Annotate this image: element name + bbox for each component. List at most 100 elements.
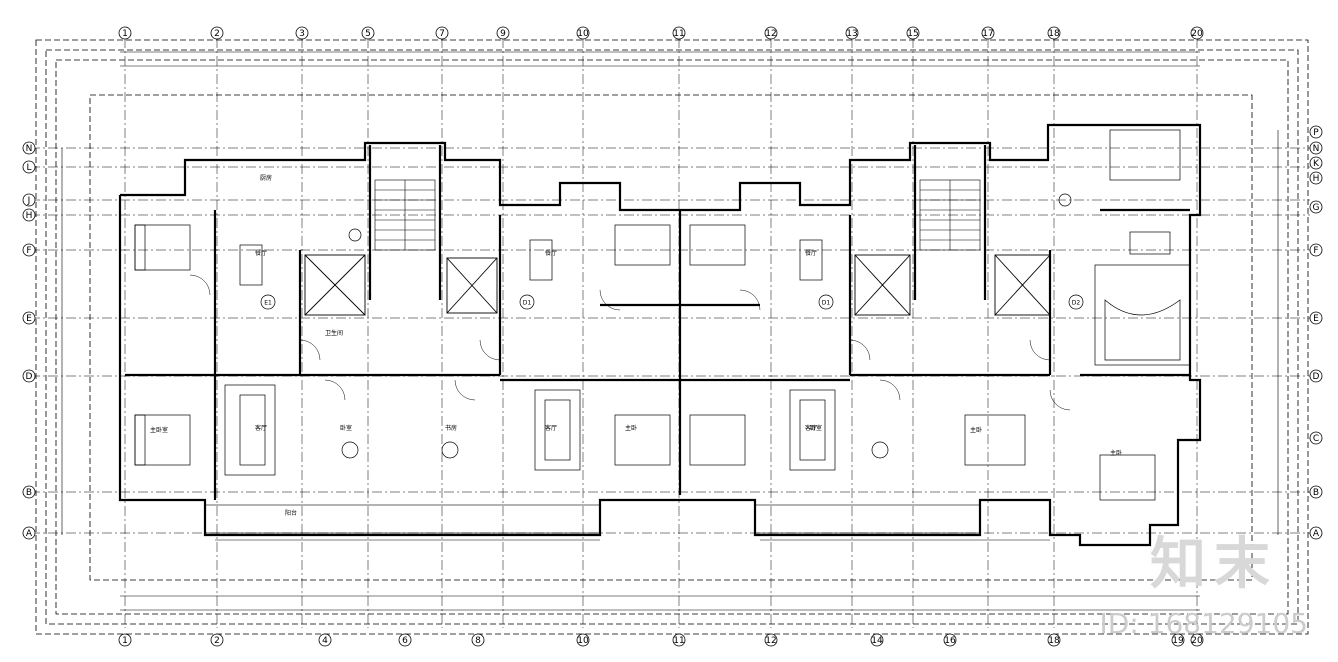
svg-text:E: E — [26, 314, 32, 324]
svg-text:11: 11 — [673, 29, 684, 39]
svg-text:K: K — [1313, 159, 1320, 169]
svg-text:9: 9 — [500, 29, 506, 39]
svg-text:17: 17 — [982, 29, 993, 39]
svg-text:E: E — [1313, 314, 1319, 324]
room-label: 主卧室 — [150, 426, 168, 434]
right-axis-D: D — [1309, 369, 1323, 383]
right-axis-G: G — [1309, 200, 1323, 214]
svg-text:14: 14 — [871, 636, 883, 646]
svg-text:J: J — [27, 196, 31, 206]
right-axis-K: K — [1309, 156, 1323, 170]
top-axis-18: 18 — [1047, 26, 1061, 40]
right-axis-E: E — [1309, 311, 1323, 325]
row-axis-D: D — [22, 369, 36, 383]
building-walls — [118, 123, 1202, 547]
top-axis-3: 3 — [295, 26, 309, 40]
svg-text:12: 12 — [765, 636, 776, 646]
svg-text:P: P — [1313, 128, 1319, 138]
svg-text:19: 19 — [1172, 636, 1184, 646]
room-label: 餐厅 — [805, 249, 817, 257]
svg-text:20: 20 — [1191, 29, 1203, 39]
bottom-axis-14: 14 — [870, 633, 884, 647]
room-label: 厨房 — [260, 174, 272, 182]
unit-tag: D1 — [818, 294, 834, 310]
svg-text:1: 1 — [122, 29, 128, 39]
stair-cores — [374, 179, 981, 251]
svg-text:20: 20 — [1191, 636, 1203, 646]
bottom-axis-8: 8 — [471, 633, 485, 647]
svg-text:D2: D2 — [1072, 300, 1081, 307]
svg-text:15: 15 — [907, 29, 918, 39]
svg-text:7: 7 — [439, 29, 445, 39]
row-axis-A: A — [22, 526, 36, 540]
svg-text:5: 5 — [365, 29, 371, 39]
top-axis-11: 11 — [672, 26, 686, 40]
balconies — [204, 504, 1050, 541]
row-axis-J: J — [22, 193, 36, 207]
svg-text:10: 10 — [577, 636, 589, 646]
svg-text:A: A — [26, 529, 33, 539]
row-axis-B: B — [22, 485, 36, 499]
top-axis-10: 10 — [576, 26, 590, 40]
svg-text:G: G — [1313, 203, 1320, 213]
right-axis-H: H — [1309, 171, 1323, 185]
top-axis-9: 9 — [496, 26, 510, 40]
watermark-id: ID: 168129105 — [1099, 607, 1308, 640]
svg-text:E1: E1 — [264, 300, 272, 307]
top-axis-5: 5 — [361, 26, 375, 40]
room-label: 餐厅 — [255, 249, 267, 257]
room-label: 主卧 — [625, 424, 637, 432]
bottom-axis-11: 11 — [672, 633, 686, 647]
right-axis-B: B — [1309, 485, 1323, 499]
elevator-shafts — [304, 254, 1051, 316]
svg-text:10: 10 — [577, 29, 589, 39]
svg-text:3: 3 — [299, 29, 305, 39]
top-axis-2: 2 — [210, 26, 224, 40]
svg-text:4: 4 — [322, 636, 328, 646]
room-label: 主卧 — [970, 426, 982, 434]
unit-tag: D2 — [1068, 294, 1084, 310]
right-axis-C: C — [1309, 431, 1323, 445]
svg-text:N: N — [26, 144, 33, 154]
svg-text:F: F — [1313, 246, 1318, 256]
svg-text:11: 11 — [673, 636, 684, 646]
right-axis-A: A — [1309, 526, 1323, 540]
room-label: 阳台 — [285, 509, 297, 517]
watermark-brand: 知末 — [1150, 532, 1278, 597]
svg-text:B: B — [26, 488, 32, 498]
outer-frames — [35, 39, 1309, 635]
dimension-lines — [61, 51, 1279, 611]
svg-text:D1: D1 — [822, 300, 831, 307]
bottom-axis-6: 6 — [398, 633, 412, 647]
svg-text:6: 6 — [402, 636, 408, 646]
top-axis-7: 7 — [435, 26, 449, 40]
bottom-axis-19: 19 — [1171, 633, 1185, 647]
top-axis-15: 15 — [906, 26, 920, 40]
right-axis-P: P — [1309, 125, 1323, 139]
row-axis-H: H — [22, 208, 36, 222]
svg-text:H: H — [1313, 174, 1320, 184]
bottom-axis-20: 20 — [1190, 633, 1204, 647]
svg-text:H: H — [26, 211, 33, 221]
bottom-axis-16: 16 — [943, 633, 957, 647]
top-axis-1: 1 — [118, 26, 132, 40]
bottom-axis-1: 1 — [118, 633, 132, 647]
svg-text:16: 16 — [944, 636, 956, 646]
row-axis-N: N — [22, 141, 36, 155]
furniture — [134, 129, 1191, 501]
svg-text:N: N — [1313, 144, 1320, 154]
svg-text:13: 13 — [846, 29, 857, 39]
room-labels: 主卧室餐厅客厅卧室书房厨房卫生间阳台主卧客厅卧室餐厅主卧客厅餐厅主卧 — [150, 174, 1122, 517]
svg-text:2: 2 — [214, 636, 220, 646]
room-label: 餐厅 — [545, 249, 557, 257]
svg-text:8: 8 — [475, 636, 481, 646]
svg-text:18: 18 — [1048, 29, 1060, 39]
top-axis-17: 17 — [981, 26, 995, 40]
svg-text:F: F — [26, 246, 31, 256]
svg-text:D: D — [1313, 372, 1320, 382]
